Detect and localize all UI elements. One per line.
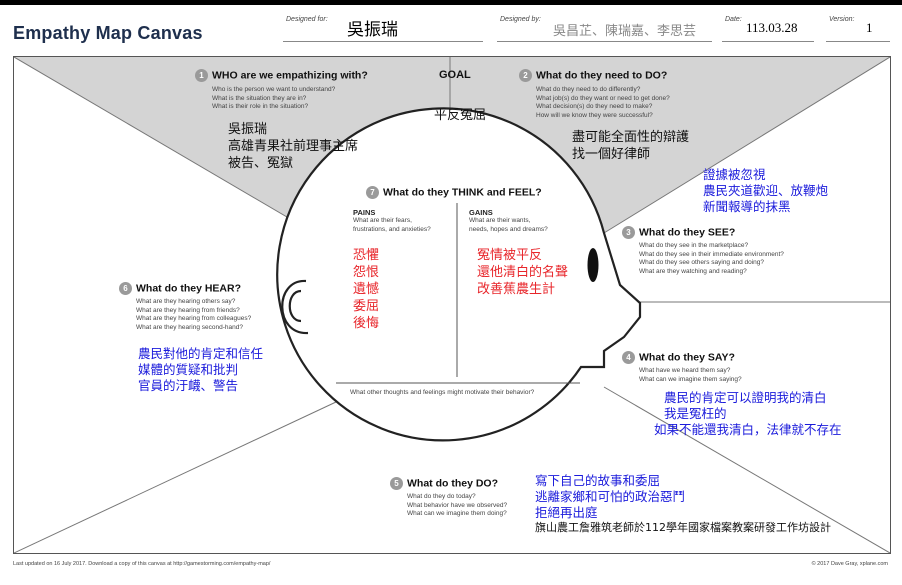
who-answers: 吳振瑞高雄青果社前理事主席被告、冤獄 bbox=[228, 122, 359, 171]
say-number-badge: 4 bbox=[622, 351, 635, 364]
pains-label: PAINS bbox=[353, 208, 376, 217]
designed-for-label: Designed for: bbox=[286, 16, 328, 23]
date-label: Date: bbox=[725, 16, 742, 23]
designed-by-field[interactable]: Designed by: 吳昌芷、陳瑞嘉、李思芸 bbox=[497, 13, 712, 42]
gains-answers: 冤情被平反還他清白的名聲改善蕉農生計 bbox=[477, 248, 569, 297]
eye-shape bbox=[587, 248, 599, 282]
footer-copyright: © 2017 Dave Gray, xplane.com bbox=[811, 561, 888, 567]
top-border bbox=[0, 0, 902, 5]
gains-label: GAINS bbox=[469, 208, 493, 217]
goal-label: GOAL bbox=[439, 69, 471, 81]
think-number-badge: 7 bbox=[366, 186, 379, 199]
version-label: Version: bbox=[829, 16, 855, 23]
pains-column: PAINS What are their fears,frustrations,… bbox=[353, 208, 431, 234]
need-answers: 盡可能全面性的辯護找一個好律師 bbox=[572, 130, 690, 162]
see-number-badge: 3 bbox=[622, 226, 635, 239]
who-number-badge: 1 bbox=[195, 69, 208, 82]
date-field[interactable]: Date: 113.03.28 bbox=[722, 13, 814, 42]
credit-note: 旗山農工詹雅筑老師於112學年國家檔案教案研發工作坊設計 bbox=[535, 521, 831, 534]
need-number-badge: 2 bbox=[519, 69, 532, 82]
pains-questions: What are their fears,frustrations, and a… bbox=[353, 217, 431, 233]
do-number-badge: 5 bbox=[390, 477, 403, 490]
designed-for-value: 吳振瑞 bbox=[347, 20, 398, 40]
hear-number-badge: 6 bbox=[119, 282, 132, 295]
gains-column: GAINS What are their wants,needs, hopes … bbox=[469, 208, 548, 234]
ear-shape bbox=[281, 279, 309, 335]
pains-answers: 恐懼怨恨遺憾委屈後悔 bbox=[353, 248, 380, 331]
do-answers: 寫下自己的故事和委屈逃離家鄉和可怕的政治惡鬥拒絕再出庭 bbox=[535, 473, 686, 520]
designed-for-field[interactable]: Designed for: 吳振瑞 bbox=[283, 13, 483, 42]
need-questions: What do they need to do differently?What… bbox=[536, 86, 670, 119]
designed-by-label: Designed by: bbox=[500, 16, 541, 23]
do-questions: What do they do today?What behavior have… bbox=[407, 493, 508, 518]
hear-questions: What are they hearing others say?What ar… bbox=[136, 298, 252, 331]
gains-questions: What are their wants,needs, hopes and dr… bbox=[469, 217, 548, 233]
designed-by-value: 吳昌芷、陳瑞嘉、李思芸 bbox=[553, 24, 697, 39]
date-value: 113.03.28 bbox=[746, 20, 798, 35]
canvas-title: Empathy Map Canvas bbox=[13, 23, 203, 43]
version-field[interactable]: Version: 1 bbox=[826, 13, 890, 42]
who-questions: Who is the person we want to understand?… bbox=[212, 86, 336, 111]
say-answers: 農民的肯定可以證明我的清白我是冤枉的如果不能還我清白，法律就不存在 bbox=[654, 390, 842, 437]
see-answers: 證據被忽視農民夾道歡迎、放鞭炮新聞報導的抹黑 bbox=[703, 167, 829, 214]
footer-updated-note: Last updated on 16 July 2017. Download a… bbox=[13, 561, 271, 567]
version-value: 1 bbox=[866, 20, 873, 35]
see-questions: What do they see in the marketplace?What… bbox=[639, 242, 784, 275]
hear-answers: 農民對他的肯定和信任媒體的質疑和批判官員的汙衊、警告 bbox=[138, 346, 264, 393]
think-other-question: What other thoughts and feelings might m… bbox=[350, 389, 535, 396]
goal-text: 平反冤屈 bbox=[434, 108, 487, 123]
say-questions: What have we heard them say?What can we … bbox=[639, 367, 742, 383]
